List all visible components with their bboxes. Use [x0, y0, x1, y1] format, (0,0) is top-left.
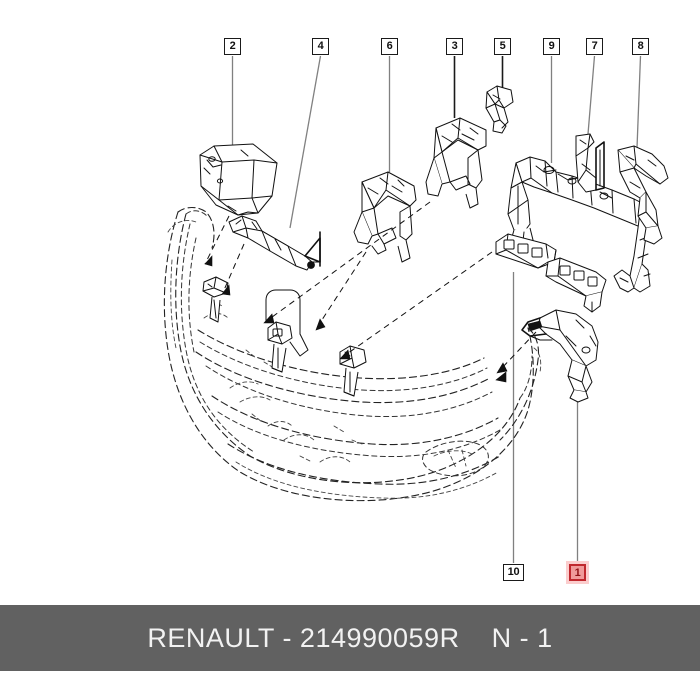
callout-2[interactable]: 2 — [224, 38, 241, 55]
diagram-canvas: .ln { fill:none; stroke:#111; stroke-wid… — [163, 55, 669, 563]
part-4-bumper-slide-bracket — [228, 215, 321, 271]
assembly-arrows — [204, 201, 537, 383]
front-bumper-cover-phantom — [163, 206, 542, 502]
callout-7[interactable]: 7 — [586, 38, 603, 55]
callout-3[interactable]: 3 — [446, 38, 463, 55]
part-6-bumper-side-bracket-left — [353, 171, 417, 263]
part-7-corner-bracket-upper — [575, 133, 605, 193]
part-5-small-angle-bracket — [485, 85, 514, 134]
leader-lines — [231, 55, 642, 563]
footer-part-reference: RENAULT - 214990059R N - 1 — [147, 622, 553, 653]
part-3-bumper-side-bracket-right — [425, 117, 487, 209]
part-8-corner-bracket-outer — [617, 145, 669, 245]
callout-8[interactable]: 8 — [632, 38, 649, 55]
callout-10[interactable]: 10 — [503, 564, 524, 581]
callout-6[interactable]: 6 — [381, 38, 398, 55]
callout-9[interactable]: 9 — [543, 38, 560, 55]
callout-4[interactable]: 4 — [312, 38, 329, 55]
footer-bottom-spacer — [0, 671, 700, 700]
footer-bar: RENAULT - 214990059R N - 1 — [0, 605, 700, 671]
part-1-bumper-end-support-bracket — [521, 309, 599, 403]
callout-1-highlighted[interactable]: 1 — [569, 564, 586, 581]
callout-5[interactable]: 5 — [494, 38, 511, 55]
part-10-grille-support-panel — [495, 233, 607, 313]
part-2-fog-lamp-deflector — [199, 143, 278, 216]
technical-drawing: .ln { fill:none; stroke:#111; stroke-wid… — [163, 55, 669, 563]
